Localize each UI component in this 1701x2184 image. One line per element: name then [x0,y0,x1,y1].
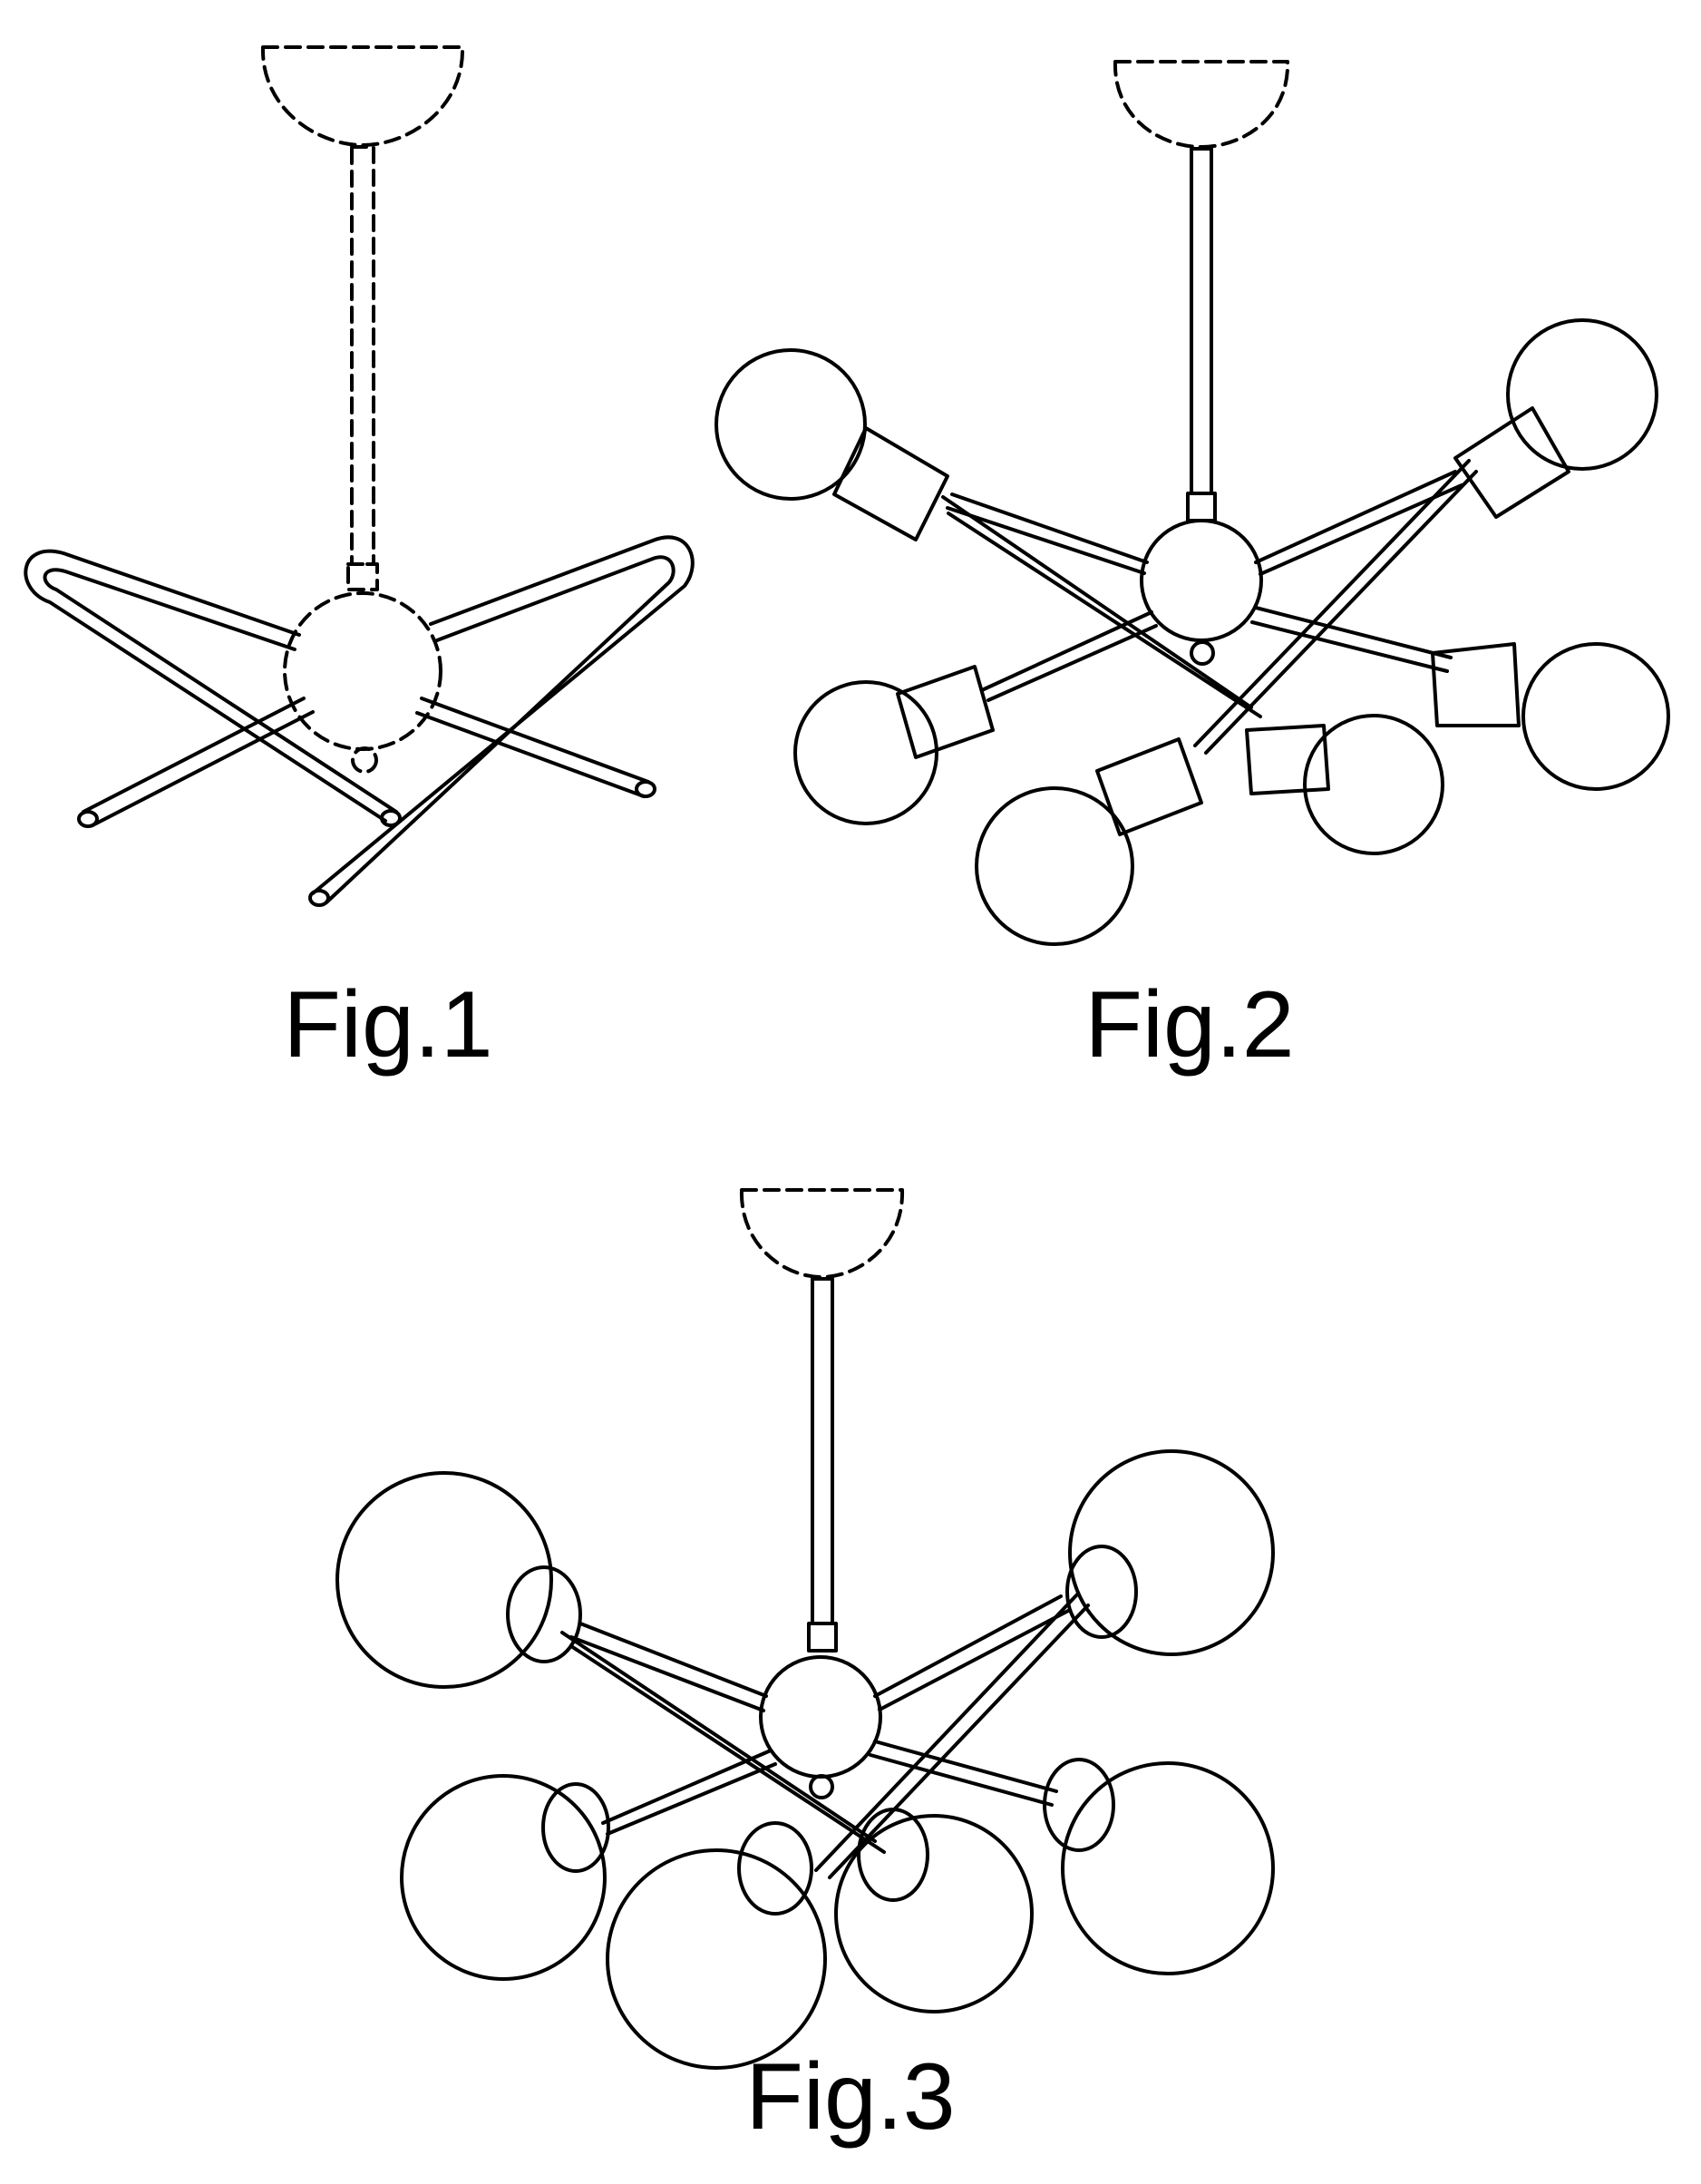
fig2-canopy [1115,62,1288,147]
fig3-drawing [337,1190,1273,2068]
fig1-arm-end [637,782,655,796]
fig2-stem-collar [1188,493,1215,521]
fig1-arm-loop-right [313,537,693,893]
fig2-bulb [1508,320,1657,469]
fig2-socket [1247,726,1328,794]
fig2-arm [1195,461,1476,753]
fig2-bulb [716,350,865,499]
fig3-hub-finial [811,1776,832,1798]
fig3-stem [812,1279,832,1623]
fig2-socket [898,667,993,757]
fig1-arm-end [79,812,97,826]
fig3-globe [402,1776,605,1979]
fig1-canopy [263,47,462,145]
fig2-bulb [977,788,1132,944]
fig2-stem [1191,149,1211,493]
figure-caption: Fig.3 [745,2050,955,2144]
fig3-globe-holder [543,1784,608,1871]
fig3-globe-holder [1045,1760,1113,1850]
fig3-globe [1063,1763,1273,1974]
fig2-arm [1256,472,1462,574]
fig2-bulb [1305,716,1443,853]
fig3-globe [1070,1451,1273,1654]
fig1-arm-end [310,891,328,905]
fig3-arm [870,1741,1056,1805]
figure-caption: Fig.1 [283,978,492,1072]
fig2-drawing [716,62,1668,944]
fig2-hub [1142,521,1261,640]
fig1-stem-collar [348,564,377,590]
fig1-stem [352,147,374,564]
fig2-socket [834,428,948,540]
fig1-hub-finial [353,748,376,772]
fig2-socket [1097,739,1201,834]
fig1-hub [285,593,441,749]
fig2-bulb [1523,644,1668,789]
fig3-globe [836,1816,1032,2012]
fig2-arm [1252,608,1451,671]
fig1-arm-loop-right-inner [326,557,674,902]
fig3-globe [608,1850,825,2068]
fig2-arm [943,497,1260,717]
fig2-hub-finial [1191,642,1213,664]
fig1-arm-straight-left [83,698,313,825]
fig1-drawing [25,47,692,905]
fig3-hub [761,1657,880,1777]
figure-caption: Fig.2 [1084,978,1294,1072]
fig3-canopy [742,1190,902,1277]
fig3-stem-collar [809,1623,836,1651]
